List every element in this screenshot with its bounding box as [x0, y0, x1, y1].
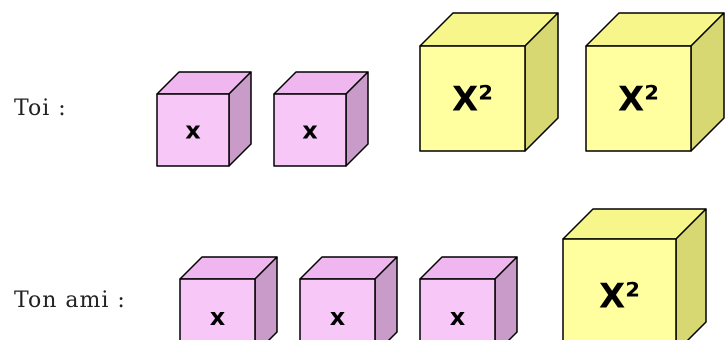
x-squared-cube-r2-c4: X²	[562, 208, 707, 340]
cube-label: X²	[599, 277, 640, 317]
row-label-toi: Toi :	[14, 96, 67, 121]
x-cube-r2-c3: x	[419, 256, 518, 340]
cube-front-face	[419, 45, 526, 152]
x-cube-r2-c1: x	[179, 256, 278, 340]
cube-front-face	[299, 278, 376, 340]
cube-label: x	[302, 117, 318, 145]
x-squared-cube-r1-c4: X²	[585, 12, 725, 152]
x-cube-r1-c2: x	[273, 71, 369, 167]
cube-front-face	[156, 93, 230, 167]
cube-label: x	[450, 303, 466, 331]
row-label-ton-ami: Ton ami :	[14, 288, 126, 313]
cube-front-face	[273, 93, 347, 167]
x-cube-r2-c2: x	[299, 256, 398, 340]
x-squared-cube-r1-c3: X²	[419, 12, 559, 152]
cube-label: X²	[618, 80, 659, 120]
cube-front-face	[179, 278, 256, 340]
cube-front-face	[419, 278, 496, 340]
cube-label: X²	[452, 80, 493, 120]
cube-label: x	[185, 117, 201, 145]
cube-front-face	[562, 238, 677, 340]
cube-label: x	[210, 303, 226, 331]
x-cube-r1-c1: x	[156, 71, 252, 167]
cube-label: x	[330, 303, 346, 331]
cube-front-face	[585, 45, 692, 152]
